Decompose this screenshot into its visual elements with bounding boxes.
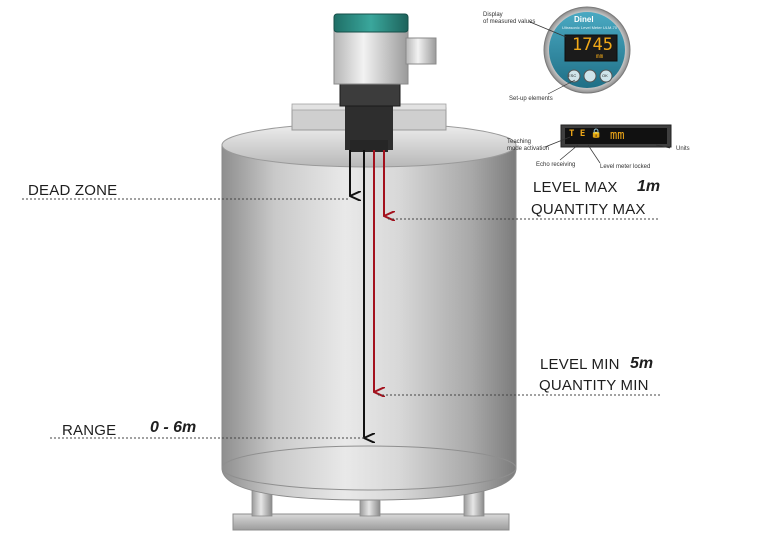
status-unit: mm [610,128,625,142]
range-label: RANGE [62,422,117,439]
quantity-min-label: QUANTITY MIN [539,377,649,394]
meter-brand: Dinel [574,15,594,24]
level-min-label: LEVEL MIN [540,356,620,373]
level-max-value: 1m [637,178,661,195]
leader-lines [22,198,660,439]
measurement-arrows [349,150,384,438]
arrows-button[interactable] [583,69,597,83]
esc-button[interactable] [567,69,581,83]
range-value: 0 - 6m [150,419,197,436]
callout-echo: Echo receiving [536,162,576,168]
callout-units: Units [676,146,690,152]
callout-setup: Set-up elements [509,96,553,102]
ok-button[interactable] [599,69,613,83]
callout-locked: Level meter locked [600,164,651,170]
meter-model: Ultrasonic Level Meter ULM-70 [562,25,618,30]
status-callouts [544,136,671,164]
level-min-value: 5m [630,355,654,372]
level-meter-face [543,6,631,94]
status-indicators-icon: T E 🔒 [569,129,602,139]
meter-unit: mm [596,53,604,60]
ok-label: OK [602,73,608,78]
ultrasonic-sensor [333,13,437,152]
level-max-label: LEVEL MAX [533,179,618,196]
quantity-max-label: QUANTITY MAX [531,201,646,218]
callout-display: Display of measured values [483,12,536,26]
meter-callouts [529,21,576,95]
callout-teaching: Teaching mode activation [507,139,550,153]
status-panel [560,124,672,148]
dead-zone-label: DEAD ZONE [28,182,118,199]
esc-label: ESC [568,73,577,78]
tank-body [221,103,517,501]
meter-reading: 1745 [572,35,613,55]
